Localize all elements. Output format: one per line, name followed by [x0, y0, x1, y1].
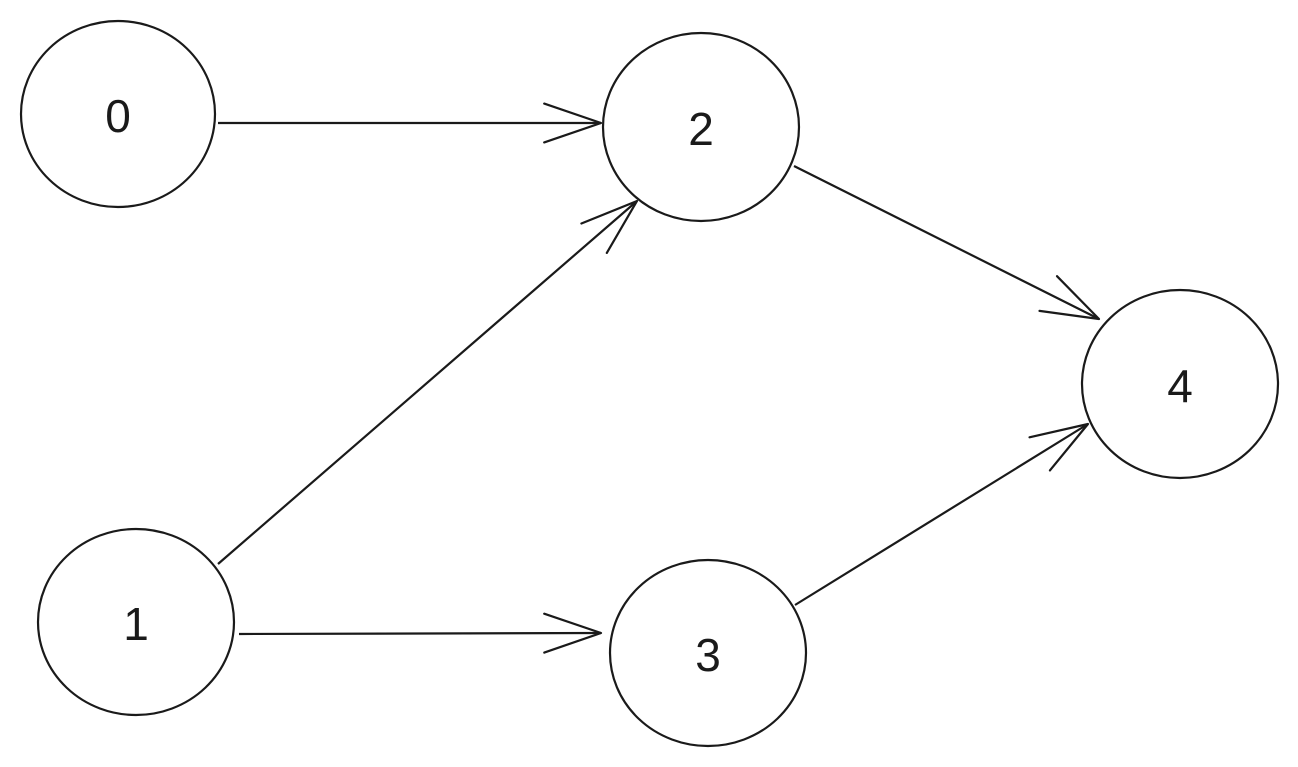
edge-line: [794, 423, 1089, 606]
node-circle: [36, 527, 236, 717]
arrowhead-icon: [580, 199, 639, 254]
edge-3-to-4: [794, 422, 1090, 606]
edge-line: [217, 200, 638, 565]
node-circle: [19, 19, 217, 209]
edge-line: [793, 165, 1100, 320]
node-circle: [1080, 288, 1280, 480]
node-label: 3: [695, 629, 721, 681]
arrowhead-icon: [543, 102, 603, 144]
node-circle: [608, 558, 808, 748]
edge-1-to-2: [217, 199, 639, 565]
node-label: 2: [688, 103, 714, 155]
node-label: 1: [123, 598, 149, 650]
node-2: 2: [601, 31, 801, 223]
node-0: 0: [19, 19, 217, 209]
edge-line: [238, 631, 602, 636]
edge-2-to-4: [793, 165, 1101, 321]
edge-0-to-2: [218, 102, 603, 144]
node-4: 4: [1080, 288, 1280, 480]
node-label: 0: [105, 90, 131, 142]
arrowhead-icon: [543, 612, 603, 654]
edges-layer: [217, 102, 1101, 654]
arrowhead-icon: [1028, 422, 1090, 472]
arrowhead-icon: [1038, 275, 1101, 321]
edge-1-to-3: [238, 612, 603, 654]
node-3: 3: [608, 558, 808, 748]
node-label: 4: [1167, 360, 1193, 412]
nodes-layer: 0 1 2 3 4: [19, 19, 1280, 748]
node-1: 1: [36, 527, 236, 717]
node-circle: [601, 31, 801, 223]
